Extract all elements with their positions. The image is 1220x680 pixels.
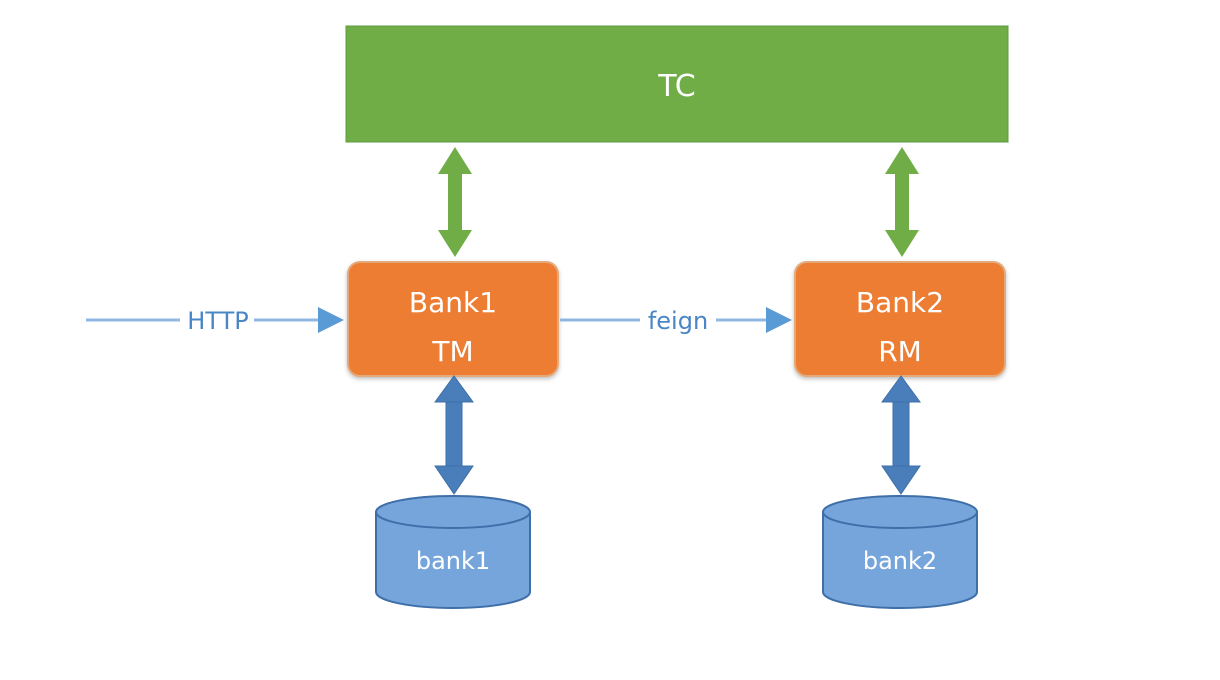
bank1-db-label: bank1 (416, 547, 490, 575)
tc-label: TC (657, 69, 696, 104)
bank2-db-label: bank2 (863, 547, 937, 575)
bank2-db-double-arrow (881, 375, 921, 495)
bank2-role-label: RM (878, 335, 922, 368)
bank2-rm-node: Bank2 RM (794, 261, 1006, 377)
bank1-name-label: Bank1 (409, 286, 497, 319)
bank1-db-double-arrow (434, 375, 474, 495)
http-label: HTTP (187, 307, 248, 335)
feign-flow-arrow: feign (560, 307, 792, 335)
bank1-role-label: TM (431, 335, 473, 368)
tc-bank1-double-arrow (438, 147, 472, 257)
bank2-database: bank2 (822, 495, 978, 609)
tc-bank2-double-arrow (885, 147, 919, 257)
feign-label: feign (648, 307, 708, 335)
tc-node: TC (345, 25, 1009, 143)
bank1-database: bank1 (375, 495, 531, 609)
bank2-name-label: Bank2 (856, 286, 944, 319)
http-flow-arrow: HTTP (86, 307, 344, 335)
bank1-tm-node: Bank1 TM (347, 261, 559, 377)
